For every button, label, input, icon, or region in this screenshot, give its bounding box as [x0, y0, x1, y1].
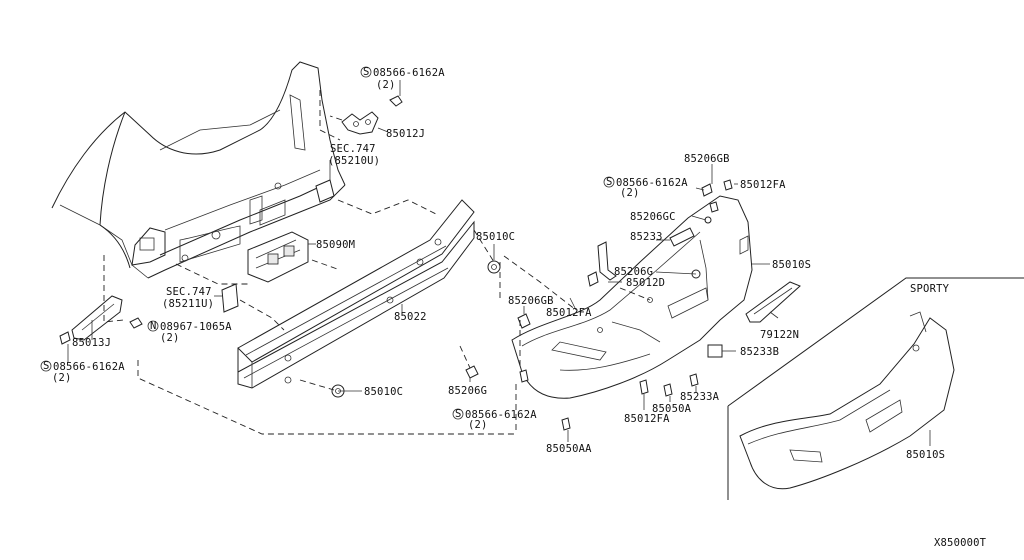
svg-text:S: S	[606, 176, 613, 188]
label-85012J: 85012J	[386, 128, 425, 140]
label-screw-right-qty: (2)	[620, 187, 640, 199]
label-85206G-right: 85206G	[614, 266, 653, 278]
bracket-85012J	[341, 95, 403, 135]
label-85206G-left: 85206G	[448, 385, 487, 397]
label-nut: 08967-1065A	[160, 321, 232, 333]
label-screw-left: 08566-6162A	[53, 361, 125, 373]
label-85010C-top: 85010C	[476, 231, 515, 243]
svg-text:N: N	[150, 320, 157, 332]
label-85206GC: 85206GC	[630, 211, 676, 223]
sporty-inset	[727, 277, 1024, 500]
bracket-85210U	[315, 179, 335, 203]
label-85012D: 85012D	[626, 277, 665, 289]
clip-85233	[669, 227, 695, 247]
label-85090M: 85090M	[316, 239, 355, 251]
assembly-lines	[103, 90, 651, 435]
label-79122N: 79122N	[760, 329, 799, 341]
bolts-bottom	[519, 271, 699, 431]
label-screw-left-qty: (2)	[52, 372, 72, 384]
bracket-85211U	[221, 283, 239, 313]
label-screw-mid: 08566-6162A	[465, 409, 537, 421]
label-85012FA-bot: 85012FA	[624, 413, 670, 425]
label-85206GB-left: 85206GB	[508, 295, 554, 307]
clip-85206GB-left	[517, 313, 531, 329]
bracket-85013J	[59, 295, 123, 345]
rear-body-panel	[51, 61, 346, 279]
label-85010S-sporty: 85010S	[906, 449, 945, 461]
label-sec747-top: SEC.747	[330, 143, 376, 155]
nut-85010C-top	[487, 260, 501, 274]
diagram-code: X850000T	[934, 537, 987, 549]
label-screw-top-qty: (2)	[376, 79, 396, 91]
label-sec747-bot: SEC.747	[166, 286, 212, 298]
label-screw-mid-qty: (2)	[468, 419, 488, 431]
label-nut-qty: (2)	[160, 332, 180, 344]
clip-85233B	[707, 344, 723, 358]
bumper-fascia-85010S	[511, 195, 753, 399]
label-85233A: 85233A	[680, 391, 720, 403]
labels: S 08566-6162A (2) 85012J SEC.747 (85210U…	[40, 66, 987, 549]
label-screw-right: 08566-6162A	[616, 177, 688, 189]
label-85012FA-mid: 85012FA	[546, 307, 592, 319]
leader-lines	[67, 80, 931, 446]
label-85233: 85233	[630, 231, 663, 243]
label-85013J: 85013J	[72, 337, 111, 349]
label-85233B: 85233B	[740, 346, 779, 358]
reinforcement-85022	[237, 199, 475, 389]
label-sec747-top-code: (85210U)	[328, 155, 380, 167]
svg-text:S: S	[455, 408, 462, 420]
label-85206GB-top: 85206GB	[684, 153, 730, 165]
label-85010S: 85010S	[772, 259, 811, 271]
label-85022: 85022	[394, 311, 427, 323]
nut-08967	[129, 317, 143, 329]
label-85050A: 85050A	[652, 403, 692, 415]
label-85050AA: 85050AA	[546, 443, 592, 455]
label-sporty: SPORTY	[910, 283, 950, 295]
svg-text:S: S	[43, 360, 50, 372]
label-85012FA-top: 85012FA	[740, 179, 786, 191]
svg-text:S: S	[363, 66, 370, 78]
reflector-79122N	[745, 281, 801, 323]
screws-right	[691, 179, 733, 279]
absorber-85090M	[247, 231, 309, 283]
clip-85206G-left	[465, 365, 479, 379]
label-sec747-bot-code: (85211U)	[162, 298, 214, 310]
bracket-85012D	[597, 241, 617, 281]
label-screw-top: 08566-6162A	[373, 67, 445, 79]
label-85010C-bot: 85010C	[364, 386, 403, 398]
